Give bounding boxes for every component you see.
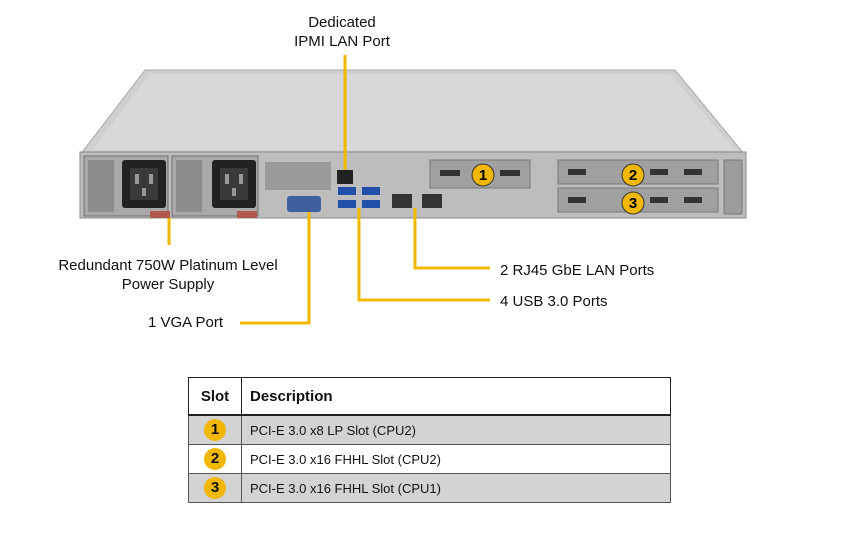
description-cell: PCI-E 3.0 x16 FHHL Slot (CPU2) [241, 444, 671, 474]
psu-vent-grille [88, 160, 114, 212]
rear-latch [723, 159, 743, 215]
lan-callout-label: 2 RJ45 GbE LAN Ports [500, 262, 655, 279]
slot-badge: 3 [204, 477, 226, 499]
ipmi-lan-port [337, 170, 353, 184]
power-supply-1 [83, 155, 170, 218]
slot-table: Slot Description 1 PCI-E 3.0 x8 LP Slot … [188, 377, 671, 503]
slot-cell: 2 [188, 444, 242, 474]
slot-table-header: Slot Description [188, 377, 671, 416]
slot-badge-3-text: 3 [629, 195, 637, 212]
table-row: 3 PCI-E 3.0 x16 FHHL Slot (CPU1) [188, 473, 671, 503]
lan-port-1 [392, 194, 412, 208]
psu-latch [150, 211, 170, 218]
usb-callout-label: 4 USB 3.0 Ports [500, 293, 608, 310]
psu-latch [237, 211, 257, 218]
table-row: 1 PCI-E 3.0 x8 LP Slot (CPU2) [188, 414, 671, 445]
vga-callout-line [240, 212, 311, 325]
description-cell: PCI-E 3.0 x16 FHHL Slot (CPU1) [241, 473, 671, 503]
description-column-header: Description [241, 377, 671, 416]
slot-badge-3: 3 [621, 191, 645, 215]
slot-badge-2: 2 [621, 163, 645, 187]
table-row: 2 PCI-E 3.0 x16 FHHL Slot (CPU2) [188, 444, 671, 474]
usb-port-4 [362, 200, 380, 208]
slot-cell: 1 [188, 414, 242, 445]
usb-port-3 [338, 200, 356, 208]
usb-port-2 [362, 187, 380, 195]
rear-vent-grid [265, 162, 331, 190]
vga-callout-label: 1 VGA Port [148, 314, 224, 331]
ipmi-callout-label: Dedicated IPMI LAN Port [286, 13, 398, 51]
power-supply-2 [171, 155, 259, 218]
slot-badge-1-text: 1 [479, 167, 487, 184]
slot-badge-2-text: 2 [629, 167, 637, 184]
ipmi-callout-line1: Dedicated [308, 14, 376, 31]
usb-callout-line [357, 208, 490, 302]
psu-callout-line1: Redundant 750W Platinum Level [58, 257, 278, 274]
usb-port-1 [338, 187, 356, 195]
slot-column-header: Slot [188, 377, 242, 416]
chassis-top-panel [92, 74, 735, 150]
lan-port-2 [422, 194, 442, 208]
vga-port [287, 196, 321, 212]
lan-callout-line [413, 208, 490, 270]
slot-cell: 3 [188, 473, 242, 503]
slot-badge: 2 [204, 448, 226, 470]
psu-callout-label: Redundant 750W Platinum Level Power Supp… [48, 256, 288, 294]
psu-callout-line2: Power Supply [121, 276, 215, 293]
description-cell: PCI-E 3.0 x8 LP Slot (CPU2) [241, 414, 671, 445]
slot-badge-1: 1 [471, 163, 495, 187]
ipmi-callout-line2: IPMI LAN Port [294, 33, 390, 50]
psu-vent-grille [176, 160, 202, 212]
slot-badge: 1 [204, 419, 226, 441]
